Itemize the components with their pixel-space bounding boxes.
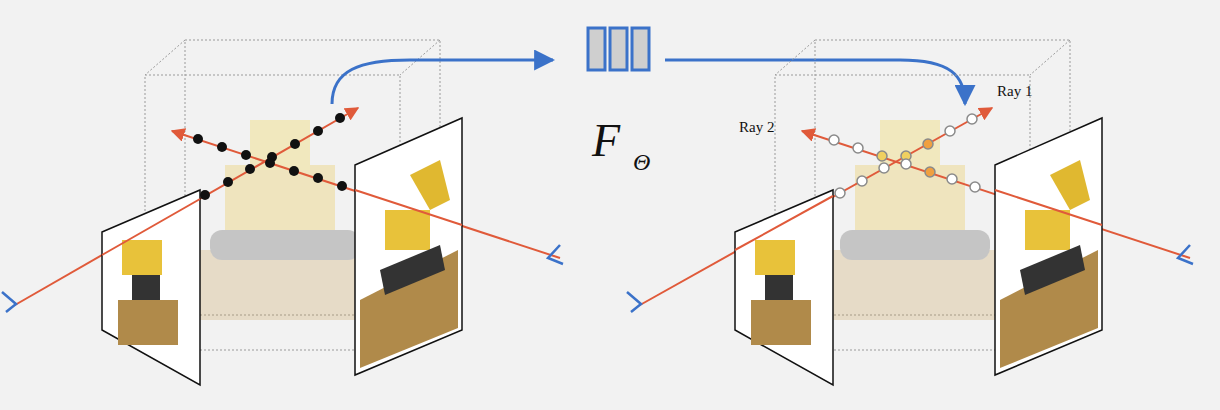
- network-icon: [588, 28, 649, 70]
- ray-label: Ray 1: [997, 84, 1032, 99]
- function-symbol: F: [592, 118, 620, 164]
- function-subscript: Θ: [633, 150, 650, 174]
- flow-arrow: [332, 60, 553, 104]
- ray-label: Ray 2: [739, 120, 774, 135]
- left-scene: [2, 40, 563, 385]
- right-scene: [627, 40, 1193, 385]
